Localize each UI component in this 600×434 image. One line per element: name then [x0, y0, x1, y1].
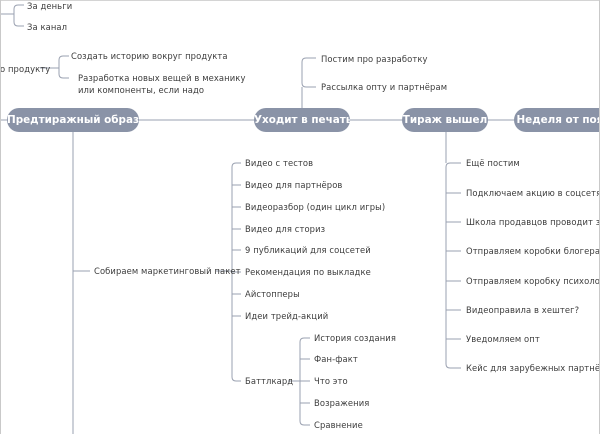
marketing-pack-item[interactable]: Идеи трейд-акций [245, 311, 329, 321]
map-topic[interactable]: Рассылка опту и партнёрам [321, 82, 448, 92]
map-topic[interactable]: Создать историю вокруг продукта [71, 51, 228, 61]
map-topic-partial[interactable]: о продукту [0, 64, 51, 74]
battlecard-item[interactable]: Что это [314, 376, 348, 386]
main-node-print-run-out[interactable]: Тираж вышел [402, 108, 488, 132]
release-item[interactable]: Видеоправила в хештег? [466, 305, 580, 315]
release-item[interactable]: Ещё постим [466, 158, 520, 168]
battlecard-item[interactable]: Фан-факт [314, 354, 358, 364]
connector-release-items [445, 162, 461, 369]
connector-print-branch [301, 57, 316, 88]
battlecard-item[interactable]: История создания [314, 333, 396, 343]
connector-marketing-items [216, 162, 241, 382]
marketing-pack-item[interactable]: Видео с тестов [245, 158, 314, 168]
marketing-pack-item[interactable]: Рекомендация по выкладке [245, 267, 371, 277]
map-topic[interactable]: Постим про разработку [321, 54, 428, 64]
release-item[interactable]: Кейс для зарубежных партнёров [466, 363, 600, 373]
canvas-border-left [0, 0, 1, 434]
map-topic[interactable]: Разработка новых вещей в механику или ко… [78, 73, 246, 95]
release-item[interactable]: Подключаем акцию в соцсетях [466, 188, 600, 198]
map-topic[interactable]: За деньги [27, 1, 73, 11]
battlecard-topic[interactable]: Баттлкард [245, 376, 294, 386]
main-node-week-after[interactable]: Неделя от появл [514, 108, 600, 132]
connector-top-left [0, 4, 24, 27]
canvas-border-top [0, 0, 600, 1]
marketing-pack-item[interactable]: Видеоразбор (один цикл игры) [245, 202, 386, 212]
release-item[interactable]: Уведомляем опт [466, 334, 540, 344]
main-node-preprint-sample[interactable]: Предтиражный образец [7, 108, 139, 132]
marketing-pack-item[interactable]: Видео для партнёров [245, 180, 343, 190]
connector-battlecard-items [288, 337, 310, 426]
marketing-pack-topic[interactable]: Собираем маркетинговый пакет [94, 266, 241, 276]
main-node-goes-to-print[interactable]: Уходит в печать [254, 108, 350, 132]
map-topic[interactable]: За канал [27, 22, 68, 32]
marketing-pack-item[interactable]: Видео для сториз [245, 224, 326, 234]
release-item[interactable]: Отправляем коробку психологу, если [466, 276, 600, 286]
release-item[interactable]: Отправляем коробки блогерам [466, 246, 600, 256]
marketing-pack-item[interactable]: Айстопперы [245, 289, 300, 299]
release-item[interactable]: Школа продавцов проводит занятие [466, 217, 600, 227]
battlecard-item[interactable]: Возражения [314, 398, 370, 408]
marketing-pack-item[interactable]: 9 публикаций для соцсетей [245, 245, 371, 255]
battlecard-item[interactable]: Сравнение [314, 420, 363, 430]
connector-left-branch [40, 55, 69, 79]
